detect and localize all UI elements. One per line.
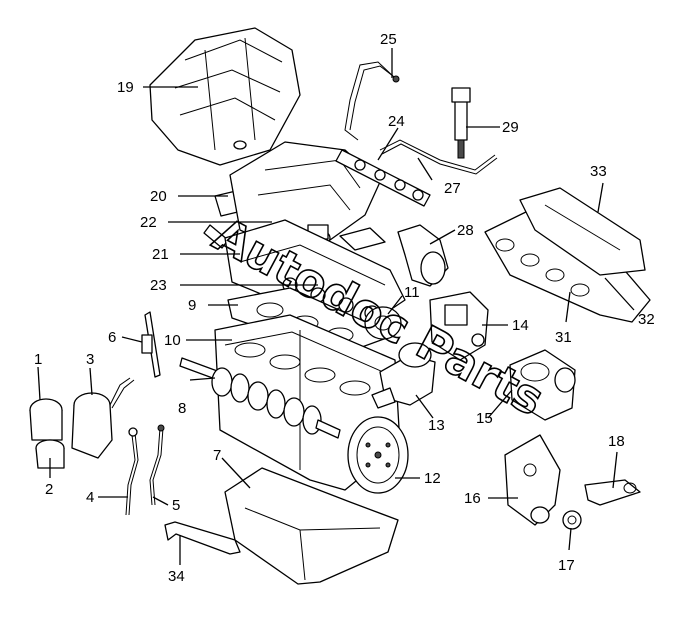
callout-labels: 1 2 3 4 5 6 7 8 9 10 11 12 13 14 15 16 1…	[34, 31, 655, 585]
callout-7: 7	[213, 447, 221, 464]
callout-12: 12	[424, 470, 441, 487]
dipstick-part	[141, 311, 161, 378]
callout-34: 34	[168, 568, 185, 585]
callout-13: 13	[428, 417, 445, 434]
thermostat-housing-part	[397, 224, 449, 287]
callout-21: 21	[152, 246, 169, 263]
leader-32	[604, 277, 635, 311]
injector-part	[451, 87, 471, 159]
callout-20: 20	[150, 188, 167, 205]
starter-motor-part	[509, 349, 576, 421]
leader-27	[417, 157, 433, 181]
coolant-outlet-part	[371, 342, 436, 409]
leader-8	[189, 377, 216, 381]
callout-6: 6	[108, 329, 116, 346]
callout-31: 31	[555, 329, 572, 346]
callout-23: 23	[150, 277, 167, 294]
oil-pan-part	[224, 467, 399, 585]
callout-24: 24	[388, 113, 405, 130]
crankshaft-pulley-part	[347, 416, 409, 494]
callout-4: 4	[86, 489, 94, 506]
oil-filter-housing-part	[71, 377, 135, 459]
callout-29: 29	[502, 119, 519, 136]
vent-hose-part	[164, 521, 241, 555]
callout-15: 15	[476, 410, 493, 427]
leader-33	[597, 182, 604, 213]
callout-11: 11	[404, 284, 420, 301]
callout-28: 28	[457, 222, 474, 239]
water-pump-part	[364, 306, 402, 340]
bushing-part	[562, 510, 582, 530]
callout-8: 8	[178, 400, 186, 417]
leader-31	[565, 291, 571, 323]
oil-filter-part	[29, 398, 65, 469]
cylinder-head-part	[224, 219, 406, 331]
leader-18	[612, 451, 618, 489]
callout-9: 9	[188, 297, 196, 314]
callout-1: 1	[34, 351, 42, 368]
injector-pipe-part	[379, 139, 498, 175]
pump-assembly-part	[429, 291, 489, 361]
fuel-rail-part	[335, 149, 431, 207]
leader-11	[387, 295, 403, 315]
callout-25: 25	[380, 31, 397, 48]
callout-3: 3	[86, 351, 94, 368]
leader-7	[221, 457, 251, 489]
callout-27: 27	[444, 180, 461, 197]
engine-mount-arm-part	[584, 479, 641, 506]
callout-33: 33	[590, 163, 607, 180]
callout-16: 16	[464, 490, 481, 507]
leader-5	[152, 496, 169, 506]
leader-3	[89, 367, 93, 396]
callout-5: 5	[172, 497, 180, 514]
leader-13	[415, 394, 434, 419]
callout-2: 2	[45, 481, 53, 498]
leader-28	[429, 229, 456, 245]
fuel-pipe-part	[344, 61, 400, 141]
leader-15	[487, 389, 513, 419]
leader-1	[37, 366, 41, 401]
heat-shield-part	[519, 187, 646, 276]
leader-17	[568, 527, 572, 551]
sensor-part	[149, 424, 165, 506]
callout-10: 10	[164, 332, 181, 349]
leader-24	[377, 127, 399, 161]
callout-32: 32	[638, 311, 655, 328]
leader-lines	[37, 48, 635, 565]
callout-17: 17	[558, 557, 575, 574]
callout-18: 18	[608, 433, 625, 450]
engine-cover-part	[149, 27, 301, 166]
crankshaft-part	[179, 357, 341, 439]
sensor-cable-part	[125, 427, 139, 516]
engine-mount-bracket-part	[504, 434, 561, 526]
leader-6	[121, 336, 143, 343]
callout-22: 22	[140, 214, 157, 231]
callout-14: 14	[512, 317, 529, 334]
callout-19: 19	[117, 79, 134, 96]
